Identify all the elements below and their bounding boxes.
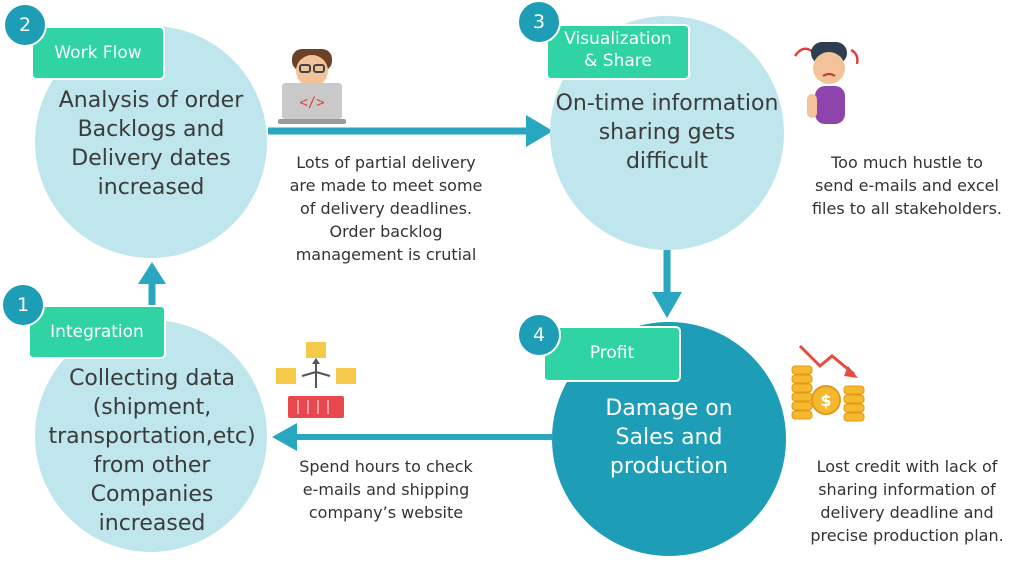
developer-laptop-icon: </> (278, 49, 346, 124)
stressed-person-icon (793, 42, 859, 124)
workflow-text: Analysis of order Backlogs and Delivery … (58, 88, 244, 200)
svg-text:</>: </> (299, 95, 324, 111)
visualization-description: Too much hustle to send e-mails and exce… (811, 153, 1003, 218)
distribution-boxes-icon (276, 342, 356, 418)
falling-coins-icon: $ (791, 344, 865, 422)
integration-text: Collecting data (shipment, transportatio… (48, 366, 256, 536)
arrow-workflow-to-visualization (268, 115, 553, 147)
arrow-visualization-to-profit (652, 250, 682, 318)
visualization-text: On-time information sharing gets difficu… (555, 91, 779, 174)
integration-circle (35, 320, 267, 552)
svg-text:$: $ (820, 391, 831, 410)
integration-description: Spend hours to check e-mails and shippin… (299, 457, 473, 522)
profit-tag: Profit (545, 328, 679, 380)
arrow-integration-to-workflow (138, 262, 166, 305)
arrow-profit-to-integration (272, 423, 552, 451)
workflow-description: Lots of partial delivery are made to mee… (289, 153, 483, 264)
step-number-3: 3 (517, 0, 561, 44)
visualization-tag: Visualization & Share (548, 26, 688, 78)
step-number-2: 2 (3, 3, 47, 47)
workflow-tag: Work Flow (33, 28, 163, 78)
step-number-4: 4 (517, 313, 561, 357)
step-number-1: 1 (1, 283, 45, 327)
profit-text: Damage on Sales and production (605, 396, 733, 479)
profit-description: Lost credit with lack of sharing informa… (810, 457, 1004, 545)
integration-tag: Integration (30, 307, 164, 357)
